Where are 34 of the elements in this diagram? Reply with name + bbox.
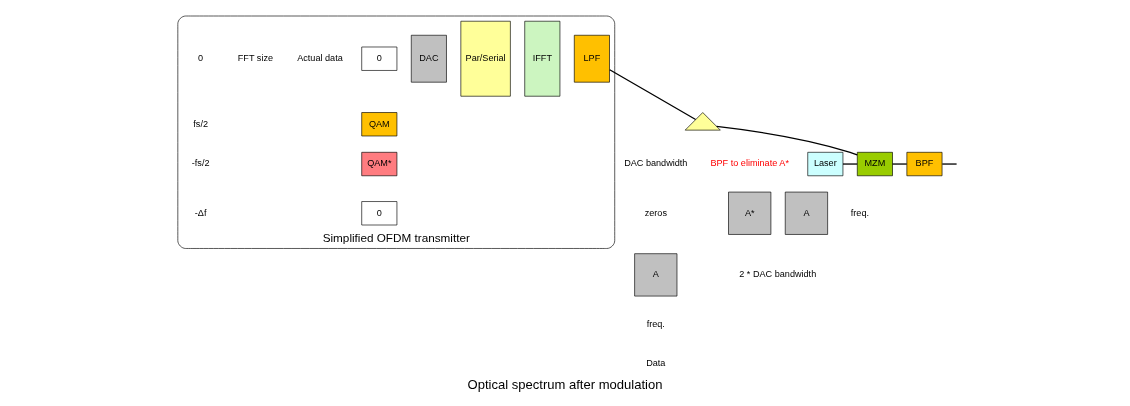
caption: Optical spectrum after modulation [467, 376, 663, 392]
label: -fs/2 [191, 158, 210, 169]
node-box: LPF [573, 34, 610, 83]
connector [609, 69, 697, 121]
label: BPF to eliminate A* [710, 158, 789, 169]
label: FFT size [237, 53, 274, 64]
connector [716, 125, 858, 156]
label: 0 [198, 53, 204, 64]
node-box: QAM [361, 112, 398, 137]
node-box: BPF [906, 151, 943, 177]
node-box: 0 [361, 201, 398, 226]
label: freq. [850, 207, 870, 218]
node-box: DAC [410, 34, 447, 83]
node-box: Par/Serial [460, 20, 511, 97]
node-box: A [784, 191, 828, 235]
node-box: Laser [807, 151, 844, 177]
node-triangle [684, 112, 721, 131]
label: fs/2 [193, 118, 208, 129]
label: 2 * DAC bandwidth [739, 269, 817, 280]
label: Data [646, 358, 666, 369]
connector [842, 163, 858, 165]
connector [891, 163, 908, 165]
label: freq. [646, 318, 665, 329]
label: Actual data [297, 53, 343, 64]
node-box: 0 [361, 46, 398, 71]
label: zeros [644, 207, 667, 218]
node-box: A [634, 253, 678, 297]
node-box: MZM [856, 151, 893, 177]
node-box: A* [728, 191, 772, 235]
node-box: QAM* [361, 151, 398, 177]
label: -Δf [194, 207, 207, 218]
node-box: IFFT [524, 20, 561, 97]
label: DAC bandwidth [624, 158, 688, 169]
connector [941, 163, 958, 165]
